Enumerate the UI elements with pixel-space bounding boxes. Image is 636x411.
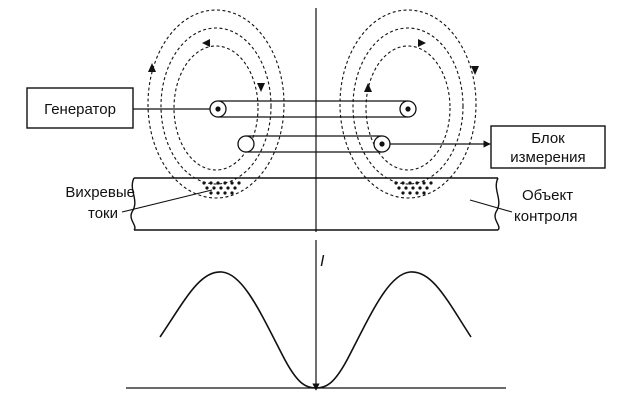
eddy-currents-right bbox=[394, 181, 433, 195]
eddy-currents-label-1: Вихревые bbox=[65, 184, 135, 201]
test-object-leader bbox=[469, 199, 513, 213]
right-field-lines bbox=[339, 9, 477, 199]
measurement-block-box bbox=[490, 125, 606, 169]
left-inner-arrow bbox=[257, 83, 265, 92]
signal-curve bbox=[159, 271, 472, 389]
current-axis-label: I bbox=[320, 253, 325, 270]
eddy-currents-leader bbox=[121, 189, 213, 213]
measurement-block-label-2: измерения bbox=[510, 149, 585, 166]
measuring-coil bbox=[237, 135, 391, 153]
test-object-label-2: контроля bbox=[514, 208, 577, 225]
eddy-currents-left bbox=[202, 181, 241, 195]
test-object-plate bbox=[130, 177, 500, 231]
left-field-lines bbox=[147, 9, 285, 199]
right-outer-arrow bbox=[471, 66, 479, 75]
right-top-arrow bbox=[418, 39, 426, 47]
measurement-block-label-1: Блок bbox=[531, 130, 565, 147]
generator-label: Генератор bbox=[44, 101, 116, 118]
left-top-arrow bbox=[202, 39, 210, 47]
measuring-coil-left-end bbox=[237, 135, 255, 153]
excitation-coil bbox=[209, 100, 417, 118]
field-direction-arrows bbox=[148, 39, 479, 92]
test-object-label-1: Объект bbox=[522, 187, 573, 204]
eddy-currents-label-2: токи bbox=[88, 205, 118, 222]
generator-box bbox=[26, 87, 134, 129]
right-inner-arrow bbox=[364, 83, 372, 92]
left-outer-arrow bbox=[148, 63, 156, 72]
